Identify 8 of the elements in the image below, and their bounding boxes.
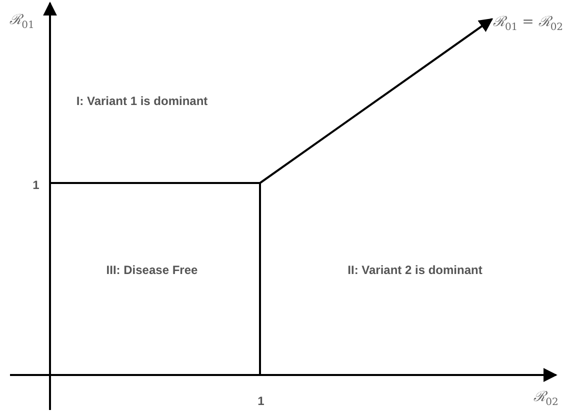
axis-label: ℛ$_{02}$ [534, 388, 558, 408]
tick-label: 1 [258, 394, 264, 408]
region-label: II: Variant 2 is dominant [348, 263, 482, 277]
region-label: III: Disease Free [106, 263, 198, 277]
line-label: ℛ$_{01}$ = ℛ$_{02}$ [492, 13, 564, 33]
tick-label: 1 [32, 178, 40, 192]
region-label: I: Variant 1 is dominant [76, 94, 208, 108]
axis-label: ℛ$_{01}$ [10, 11, 34, 31]
